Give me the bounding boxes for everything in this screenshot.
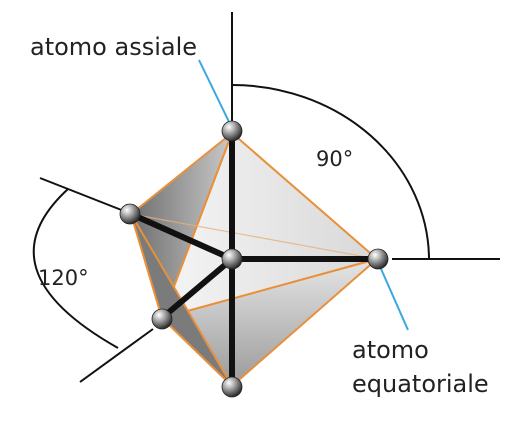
axial-atom-label: atomo assiale [30,33,197,61]
equatorial-atom-label-line1: atomo [352,336,429,364]
equatorial-atom-left [119,203,141,225]
axial-atom-bottom [221,376,243,398]
bonds [128,130,380,389]
back-edges [130,213,378,260]
guide-line-upper-left [39,177,125,212]
equatorial-atom-right [367,248,389,270]
angle-guides [32,12,500,383]
angle-120-label: 120° [38,266,89,290]
equatorial-pointer-line [377,261,409,331]
axial-atom-top [221,120,243,142]
angle-90-label: 90° [316,147,353,171]
guide-line-lower-left [79,328,154,383]
angle-arc-90 [231,84,430,260]
angle-arc-120 [32,188,119,349]
axial-pointer-line [198,59,233,129]
central-atom [221,248,243,270]
atoms [119,120,389,398]
equatorial-atom-front [151,308,173,330]
bond-equatorial-left [128,211,235,262]
equatorial-atom-label-line2: equatoriale [352,370,489,398]
bond-equatorial-front [159,256,235,321]
